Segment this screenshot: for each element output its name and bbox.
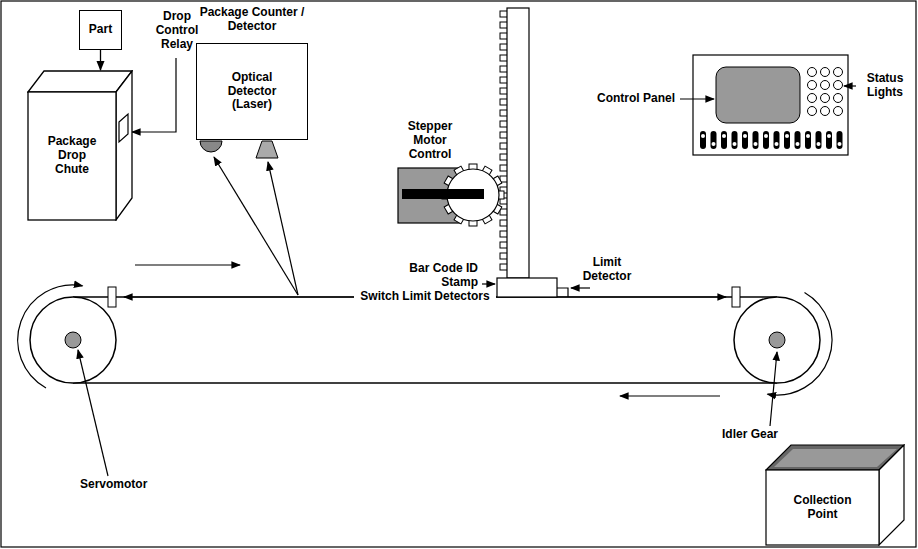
laser-emitter [200, 141, 222, 152]
status-light [834, 107, 843, 116]
status-light [808, 107, 817, 116]
rotation-arrow [18, 285, 83, 388]
switch-knob [806, 134, 810, 138]
conveyor-belt [73, 297, 777, 383]
part-label: Servomotor [80, 478, 170, 492]
limit-detector [557, 288, 568, 297]
node-heading: Package Counter / Detector [197, 6, 307, 40]
switch-knob [754, 142, 758, 146]
leader-line [770, 352, 777, 426]
panel-switches [700, 131, 843, 149]
panel-switch [826, 131, 832, 149]
status-light [808, 94, 817, 103]
status-light [834, 94, 843, 103]
direction-arrow [620, 395, 720, 396]
panel-screen [716, 67, 800, 123]
control-panel [693, 55, 848, 155]
laser-receiver [256, 141, 278, 158]
panel-switch [774, 131, 780, 149]
switch-knob [764, 134, 768, 138]
leader-line [571, 287, 590, 288]
switch-knob [785, 134, 789, 138]
leader-line [78, 350, 108, 476]
motor-shaft [402, 189, 484, 199]
switch-knob [827, 134, 831, 138]
sensor-beam [214, 157, 298, 295]
status-light [821, 107, 830, 116]
status-light [821, 68, 830, 77]
switch-knob [701, 134, 705, 138]
leader-line [132, 58, 176, 132]
node-text: Optical Detector (Laser) [196, 43, 308, 140]
panel-switch [711, 131, 717, 149]
drop-chute: Package Drop Chute [27, 70, 133, 221]
panel-switch [742, 131, 748, 149]
drop-control-relay [119, 114, 128, 142]
limit-switch [732, 287, 740, 307]
leader-line [844, 85, 856, 86]
status-lights [808, 68, 843, 116]
rotation-arrow [768, 292, 832, 395]
panel-switch [700, 131, 706, 149]
part-label: Limit Detector [576, 256, 638, 284]
switch-knob [722, 134, 726, 138]
panel-switch [732, 131, 738, 149]
part-label: Switch Limit Detectors [354, 290, 495, 304]
panel-switch [763, 131, 769, 149]
chute-face: Package Drop Chute [28, 92, 116, 220]
sensor-beam [268, 162, 298, 295]
switch-knob [733, 142, 737, 146]
part-label: Idler Gear [722, 428, 792, 442]
part-label: Control Panel [575, 92, 675, 106]
status-light [821, 81, 830, 90]
part-label: Bar Code ID Stamp [388, 262, 478, 290]
status-light [808, 81, 817, 90]
node-text: Collection Point [783, 494, 863, 522]
direction-arrow [135, 264, 240, 265]
status-light [834, 81, 843, 90]
switch-knob [775, 142, 779, 146]
node-text: Package Drop Chute [41, 135, 103, 176]
switch-knob [817, 142, 821, 146]
leader-line [482, 283, 495, 284]
status-light [821, 94, 830, 103]
status-light [808, 68, 817, 77]
collection-bin: Collection Point [765, 444, 905, 546]
switch-knob [796, 142, 800, 146]
switch-knob [743, 134, 747, 138]
status-light [834, 68, 843, 77]
part-label: Drop Control Relay [148, 10, 206, 51]
node-text: Part [89, 23, 112, 37]
limit-switch [108, 287, 116, 307]
panel-switch [795, 131, 801, 149]
panel-switch [805, 131, 811, 149]
switch-knob [712, 142, 716, 146]
bin-face: Collection Point [766, 470, 879, 545]
servomotor-pulley [30, 297, 116, 383]
panel-switch [753, 131, 759, 149]
leader-line [680, 98, 714, 99]
part-label: Stepper Motor Control [398, 120, 462, 161]
panel-switch [784, 131, 790, 149]
panel-switch [837, 131, 843, 149]
panel-switch [721, 131, 727, 149]
bar-code-stamp [497, 278, 557, 297]
switch-knob [838, 142, 842, 146]
part-label: Status Lights [858, 72, 912, 100]
part-box: Part [79, 10, 122, 50]
optical-detector: Package Counter / DetectorOptical Detect… [190, 6, 314, 141]
panel-switch [816, 131, 822, 149]
flow-arrow [100, 50, 101, 70]
rack [507, 8, 529, 278]
idler-pulley [734, 297, 820, 383]
